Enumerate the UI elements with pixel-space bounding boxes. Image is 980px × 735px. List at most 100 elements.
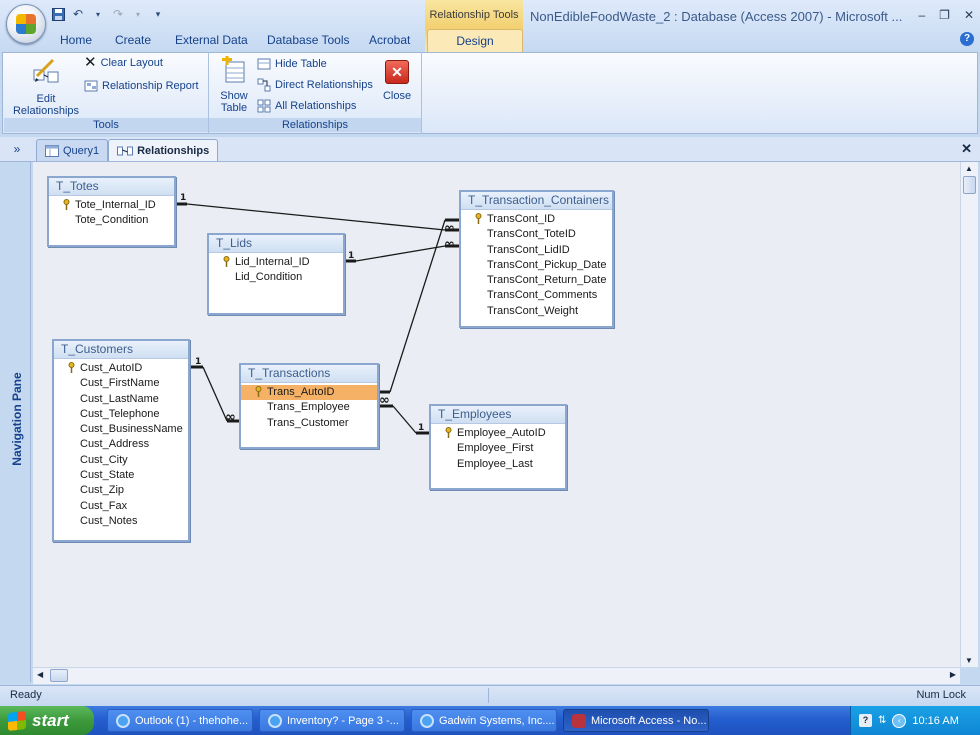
table-field[interactable]: TransCont_Return_Date <box>487 274 607 287</box>
table-field[interactable]: Cust_Notes <box>80 514 138 527</box>
table-t-transaction-containers[interactable]: T_Transaction_Containers TransCont_ID Tr… <box>459 190 614 328</box>
close-window-button[interactable]: ✕ <box>963 8 974 22</box>
table-title[interactable]: T_Transaction_Containers <box>461 192 612 210</box>
taskbar-item-access[interactable]: Microsoft Access - No... <box>563 709 709 732</box>
table-field[interactable]: Trans_Employee <box>267 401 350 414</box>
clear-layout-button[interactable]: ✕ Clear Layout <box>84 55 163 70</box>
undo-icon[interactable]: ↶ <box>72 7 84 21</box>
taskbar-item-inventory[interactable]: Inventory? - Page 3 -... <box>259 709 405 732</box>
table-field[interactable]: Cust_Address <box>80 438 150 451</box>
table-field-selected[interactable]: Trans_AutoID <box>241 385 377 401</box>
taskbar-item-outlook[interactable]: Outlook (1) - thehohe... <box>107 709 253 732</box>
table-field[interactable]: Trans_Customer <box>267 416 349 429</box>
all-relationships-icon <box>257 99 271 113</box>
help-tray-icon[interactable]: ? <box>859 714 872 727</box>
table-field[interactable]: TransCont_Pickup_Date <box>487 258 607 271</box>
tray-expand-icon[interactable]: ‹ <box>892 713 907 728</box>
table-field[interactable]: Employee_AutoID <box>431 426 565 441</box>
tab-design[interactable]: Design <box>427 29 523 52</box>
table-field[interactable]: Lid_Internal_ID <box>209 255 343 270</box>
table-field[interactable]: TransCont_ID <box>461 212 612 227</box>
table-field[interactable]: Cust_State <box>80 469 135 482</box>
table-title[interactable]: T_Transactions <box>241 365 377 383</box>
rel-label-one: 1 <box>180 193 186 203</box>
navigation-pane[interactable]: Navigation Pane <box>4 162 31 682</box>
scroll-left-icon[interactable]: ◀ <box>37 670 44 679</box>
nav-pane-toggle[interactable]: » <box>13 142 21 156</box>
table-field[interactable]: Cust_LastName <box>80 392 159 405</box>
office-button[interactable] <box>6 4 46 44</box>
minimize-button[interactable]: – <box>918 8 926 22</box>
close-document-icon[interactable]: ✕ <box>961 141 972 156</box>
undo-dropdown-icon[interactable]: ▾ <box>95 9 100 19</box>
horizontal-scroll-thumb[interactable] <box>50 669 68 682</box>
tab-acrobat[interactable]: Acrobat <box>369 33 411 47</box>
horizontal-scrollbar[interactable]: ◀ ▶ <box>33 667 960 684</box>
all-relationships-button[interactable]: All Relationships <box>257 99 356 113</box>
tab-create[interactable]: Create <box>115 33 152 47</box>
show-table-button[interactable]: Show Table <box>215 55 253 114</box>
restore-button[interactable]: ❐ <box>939 8 950 22</box>
redo-dropdown-icon[interactable]: ▾ <box>135 9 140 19</box>
table-field[interactable]: Cust_Zip <box>80 484 125 497</box>
table-field[interactable]: TransCont_LidID <box>487 243 570 256</box>
quick-access-toolbar: ↶ ▾ ↷ ▾ ▾ <box>50 4 166 24</box>
customize-qat-icon[interactable]: ▾ <box>155 8 161 19</box>
table-t-employees[interactable]: T_Employees Employee_AutoID Employee_Fir… <box>429 404 567 490</box>
edit-relationships-icon <box>33 58 59 83</box>
relationship-report-button[interactable]: Relationship Report <box>84 79 199 93</box>
table-field[interactable]: Cust_FirstName <box>80 377 160 390</box>
rel-label-many: ∞ <box>379 393 390 408</box>
table-t-totes[interactable]: T_Totes Tote_Internal_ID Tote_Condition <box>47 176 176 247</box>
table-title[interactable]: T_Totes <box>49 178 174 196</box>
edit-relationships-button[interactable]: Edit Relationships <box>10 58 82 117</box>
table-t-lids[interactable]: T_Lids Lid_Internal_ID Lid_Condition <box>207 233 345 315</box>
tab-external-data[interactable]: External Data <box>175 33 248 47</box>
table-field[interactable]: Cust_Fax <box>80 499 128 512</box>
table-t-customers[interactable]: T_Customers Cust_AutoID Cust_FirstName C… <box>52 339 190 542</box>
table-field[interactable]: Employee_Last <box>457 457 533 470</box>
save-icon[interactable] <box>50 6 66 22</box>
tab-database-tools[interactable]: Database Tools <box>267 33 350 47</box>
redo-icon[interactable]: ↷ <box>112 7 124 21</box>
table-field[interactable]: Cust_Telephone <box>80 407 160 420</box>
table-title[interactable]: T_Customers <box>54 341 188 359</box>
table-field[interactable]: Cust_City <box>80 453 128 466</box>
context-tab-label: Relationship Tools <box>429 9 519 21</box>
help-icon[interactable]: ? <box>960 32 974 46</box>
rel-totes-containers <box>186 203 446 231</box>
rel-transactions-employees <box>392 405 417 434</box>
clock[interactable]: 10:16 AM <box>912 714 959 727</box>
scroll-down-icon[interactable]: ▼ <box>965 656 973 665</box>
tab-query1[interactable]: Query1 <box>36 139 109 161</box>
relationships-canvas[interactable]: 1 1 1 1 ∞ ∞ ∞ ∞ T_Totes Tote_Internal_ID… <box>33 162 960 667</box>
table-title[interactable]: T_Employees <box>431 406 565 424</box>
table-field[interactable]: Tote_Condition <box>75 214 149 227</box>
office-logo-icon <box>16 14 36 34</box>
scroll-up-icon[interactable]: ▲ <box>965 164 973 173</box>
table-field[interactable]: TransCont_Weight <box>487 304 579 317</box>
scroll-right-icon[interactable]: ▶ <box>949 670 956 679</box>
close-relationships-button[interactable]: ✕ Close <box>377 60 417 102</box>
table-field[interactable]: Tote_Internal_ID <box>49 198 174 213</box>
table-field[interactable]: Lid_Condition <box>235 271 303 284</box>
vertical-scroll-thumb[interactable] <box>963 176 976 194</box>
num-lock-indicator: Num Lock <box>916 689 966 701</box>
tab-home[interactable]: Home <box>60 33 93 47</box>
table-t-transactions[interactable]: T_Transactions Trans_AutoID Trans_Employ… <box>239 363 379 449</box>
table-field[interactable]: Cust_AutoID <box>54 361 188 376</box>
table-field[interactable]: Cust_BusinessName <box>80 423 183 436</box>
start-button[interactable]: start <box>0 706 94 735</box>
window-controls: – ❐ ✕ <box>918 8 974 22</box>
direct-relationships-button[interactable]: Direct Relationships <box>257 78 373 92</box>
table-title[interactable]: T_Lids <box>209 235 343 253</box>
hide-table-button[interactable]: Hide Table <box>257 57 327 71</box>
taskbar-item-gadwin[interactable]: Gadwin Systems, Inc.... <box>411 709 557 732</box>
table-field[interactable]: TransCont_ToteID <box>487 228 576 241</box>
vertical-scrollbar[interactable]: ▲ ▼ <box>960 162 978 667</box>
network-tray-icon[interactable]: ⇅ <box>878 715 887 726</box>
table-field[interactable]: TransCont_Comments <box>487 289 598 302</box>
rel-label-many: ∞ <box>444 237 455 252</box>
table-field[interactable]: Employee_First <box>457 442 534 455</box>
tab-relationships[interactable]: Relationships <box>108 139 219 161</box>
